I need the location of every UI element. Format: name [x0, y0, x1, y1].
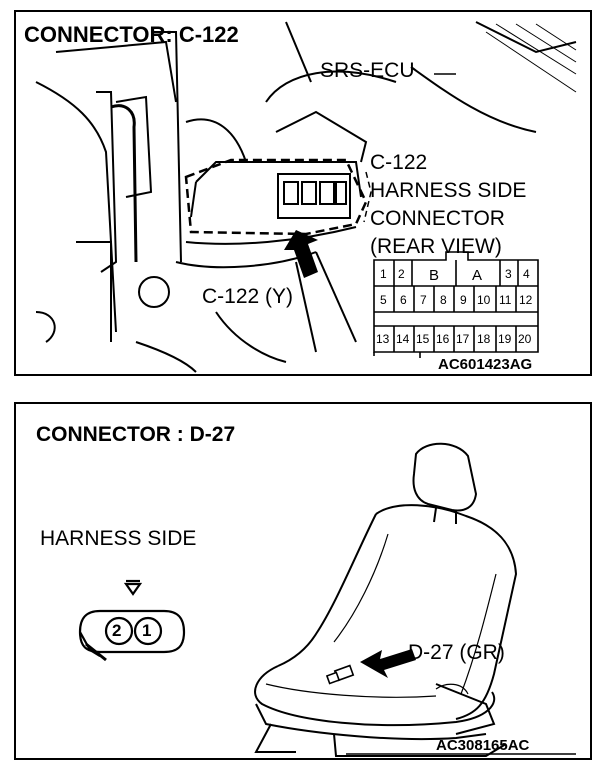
c122-callout-line: C-122 [370, 151, 428, 174]
pin-label: 19 [498, 332, 512, 346]
pin-label: 9 [460, 293, 467, 307]
c122-callout-line: HARNESS SIDE [370, 179, 527, 202]
seat-connector-drawing [78, 442, 576, 757]
pin-label: 11 [499, 293, 512, 307]
pin-label: 1 [142, 621, 152, 640]
pin-label: 3 [505, 267, 512, 281]
connector-d27-panel: CONNECTOR : D-27 HARNESS SIDE 2 1 D-27 (… [14, 402, 592, 760]
pin-label: 20 [518, 332, 532, 346]
pin-label: 16 [436, 332, 450, 346]
panel-title: CONNECTOR: C-122 [24, 22, 239, 47]
pin-label: 14 [396, 332, 410, 346]
pin-label: 17 [456, 332, 470, 346]
pin-label: 10 [477, 293, 491, 307]
pin-label: 6 [400, 293, 407, 307]
c122-callout-line: (REAR VIEW) [370, 235, 502, 258]
pin-label: 8 [440, 293, 447, 307]
pin-label: B [429, 267, 440, 284]
figure-code: AC601423AG [438, 356, 533, 373]
c122-y-label: C-122 (Y) [202, 285, 294, 308]
pin-label: 1 [380, 267, 387, 281]
connector-c122-panel: CONNECTOR: C-122 SRS-ECU C-122 HARNESS S… [14, 10, 592, 376]
c122-callout: C-122 HARNESS SIDE CONNECTOR (REAR VIEW) [370, 149, 526, 261]
pin-label: 18 [477, 332, 491, 346]
harness-side-label: HARNESS SIDE [40, 527, 197, 550]
pin-label: 13 [376, 332, 390, 346]
pin-label: 2 [112, 621, 122, 640]
figure-code: AC308165AC [436, 737, 530, 754]
srs-ecu-label: SRS-ECU [320, 59, 415, 82]
pin-label: 2 [398, 267, 405, 281]
d27-label: D-27 (GR) [408, 641, 505, 664]
pin-label: 7 [420, 293, 427, 307]
srs-ecu-location-drawing [35, 21, 577, 373]
pin-label: 5 [380, 293, 387, 307]
pin-label: 15 [416, 332, 430, 346]
pin-label: 12 [519, 293, 533, 307]
c122-callout-line: CONNECTOR [370, 207, 505, 230]
pin-label: 4 [523, 267, 530, 281]
panel-title: CONNECTOR : D-27 [36, 423, 236, 446]
pin-label: A [472, 267, 483, 284]
